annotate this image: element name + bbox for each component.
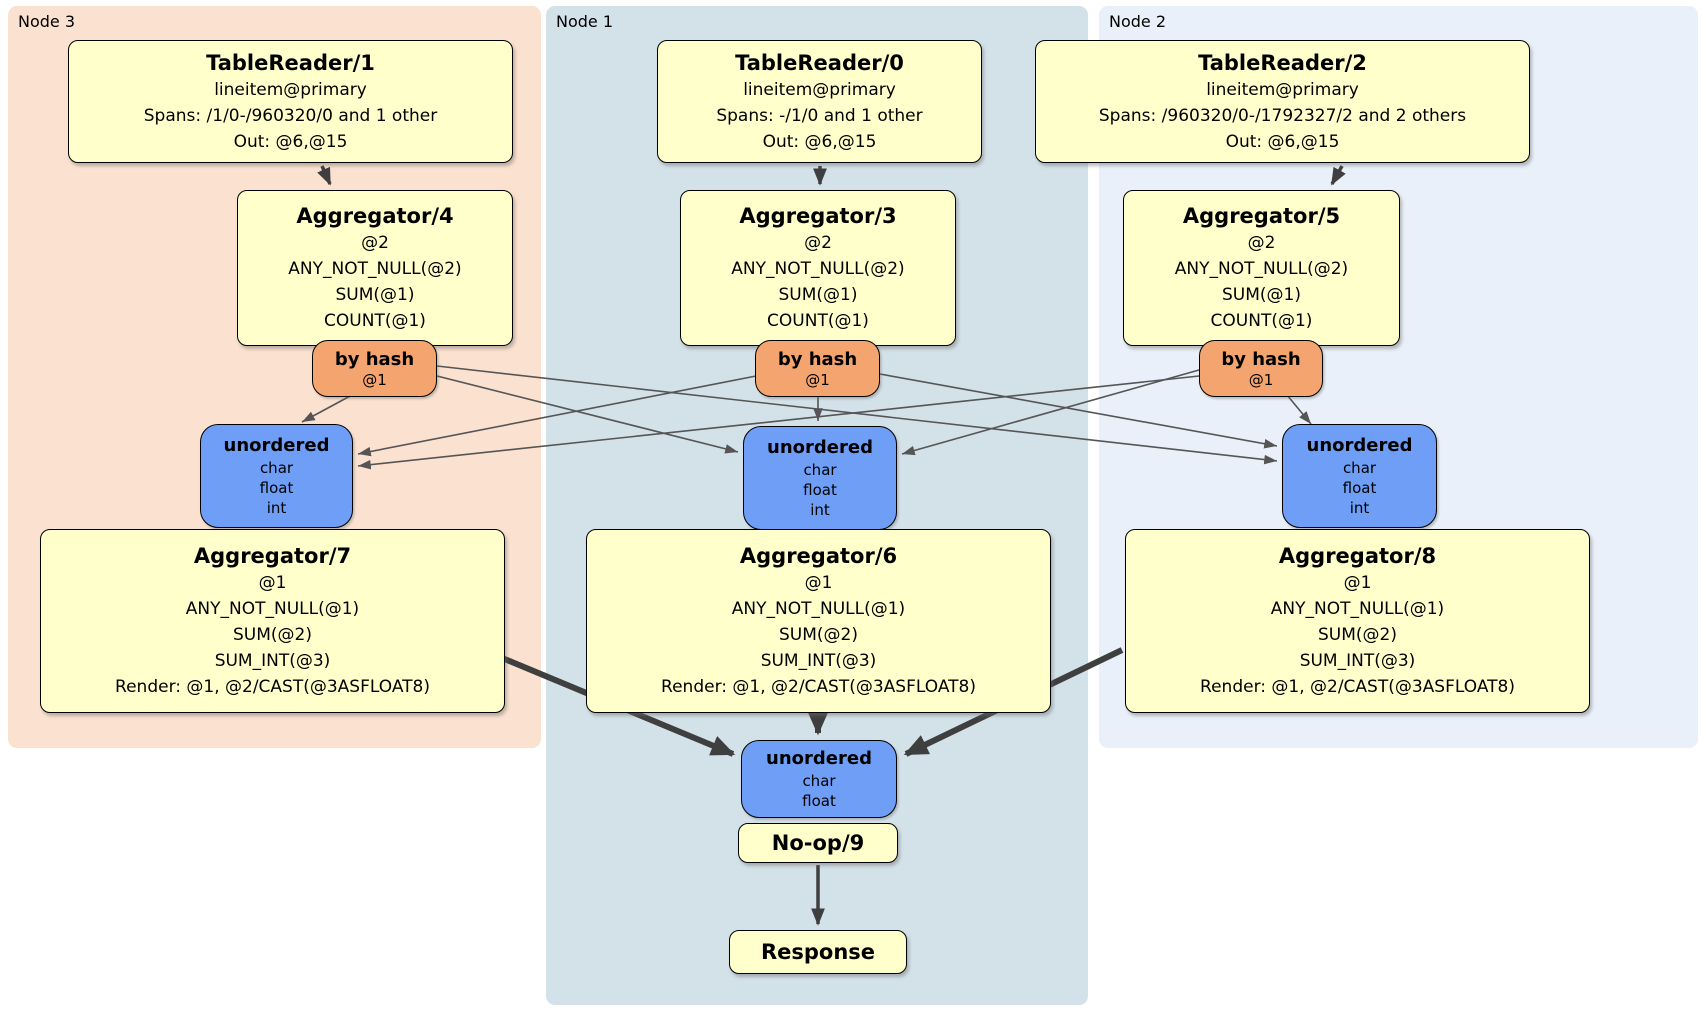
edge-hash3-uno2 <box>436 365 1278 465</box>
sync-title: unordered <box>767 437 873 458</box>
node-title: TableReader/0 <box>735 50 904 75</box>
node-noop-9: No-op/9 <box>738 823 898 863</box>
node-title: TableReader/2 <box>1198 50 1367 75</box>
edge-hash1-uno2 <box>879 373 1278 449</box>
node-aggregator-6: Aggregator/6 @1 ANY_NOT_NULL(@1) SUM(@2)… <box>586 529 1051 713</box>
node-aggregator-5: Aggregator/5 @2 ANY_NOT_NULL(@2) SUM(@1)… <box>1123 190 1400 346</box>
sync-title: unordered <box>766 748 872 769</box>
node-aggregator-7: Aggregator/7 @1 ANY_NOT_NULL(@1) SUM(@2)… <box>40 529 505 713</box>
router-title: by hash <box>334 348 415 370</box>
node-title: Aggregator/4 <box>296 204 454 228</box>
edge-hash2-uno1 <box>901 369 1200 456</box>
router-title: by hash <box>1221 348 1301 370</box>
node-response: Response <box>729 930 907 974</box>
router-by-hash-node2: by hash @1 <box>1199 340 1323 397</box>
node-aggregator-8: Aggregator/8 @1 ANY_NOT_NULL(@1) SUM(@2)… <box>1125 529 1590 713</box>
sync-unordered-node3: unordered char float int <box>200 424 353 528</box>
node-tablereader-2: TableReader/2 lineitem@primary Spans: /9… <box>1035 40 1530 163</box>
router-by-hash-node3: by hash @1 <box>312 340 437 397</box>
node-title: Aggregator/5 <box>1182 204 1341 228</box>
router-by-hash-node1: by hash @1 <box>755 340 880 397</box>
node-title: Aggregator/8 <box>1278 544 1437 568</box>
node-tablereader-0: TableReader/0 lineitem@primary Spans: -/… <box>657 40 982 163</box>
node-aggregator-4: Aggregator/4 @2 ANY_NOT_NULL(@2) SUM(@1)… <box>237 190 513 346</box>
node-aggregator-3: Aggregator/3 @2 ANY_NOT_NULL(@2) SUM(@1)… <box>680 190 956 346</box>
edge-hash2-uno2 <box>1286 394 1312 425</box>
region-label-node-2: Node 2 <box>1109 12 1167 31</box>
node-title: No-op/9 <box>771 831 865 855</box>
sync-unordered-final: unordered char float <box>741 740 897 818</box>
edge-hash3-uno3 <box>301 394 353 423</box>
sync-unordered-node2: unordered char float int <box>1282 424 1437 528</box>
sync-unordered-node1: unordered char float int <box>743 426 897 530</box>
sync-title: unordered <box>1306 435 1413 456</box>
edge-hash1-uno3 <box>357 375 757 457</box>
sync-title: unordered <box>223 435 330 456</box>
node-title: Aggregator/3 <box>739 204 897 228</box>
node-title: Response <box>760 940 876 964</box>
node-title: TableReader/1 <box>206 50 375 75</box>
edge-tr2-agg5 <box>1330 165 1346 186</box>
node-tablereader-1: TableReader/1 lineitem@primary Spans: /1… <box>68 40 513 163</box>
router-title: by hash <box>777 348 858 370</box>
region-label-node-1: Node 1 <box>556 12 614 31</box>
edge-hash2-uno3 <box>357 375 1200 470</box>
node-title: Aggregator/6 <box>739 544 898 568</box>
edge-hash3-uno1 <box>436 375 739 454</box>
node-title: Aggregator/7 <box>193 544 352 568</box>
region-label-node-3: Node 3 <box>18 12 76 31</box>
edge-tr1-agg4 <box>317 165 332 186</box>
